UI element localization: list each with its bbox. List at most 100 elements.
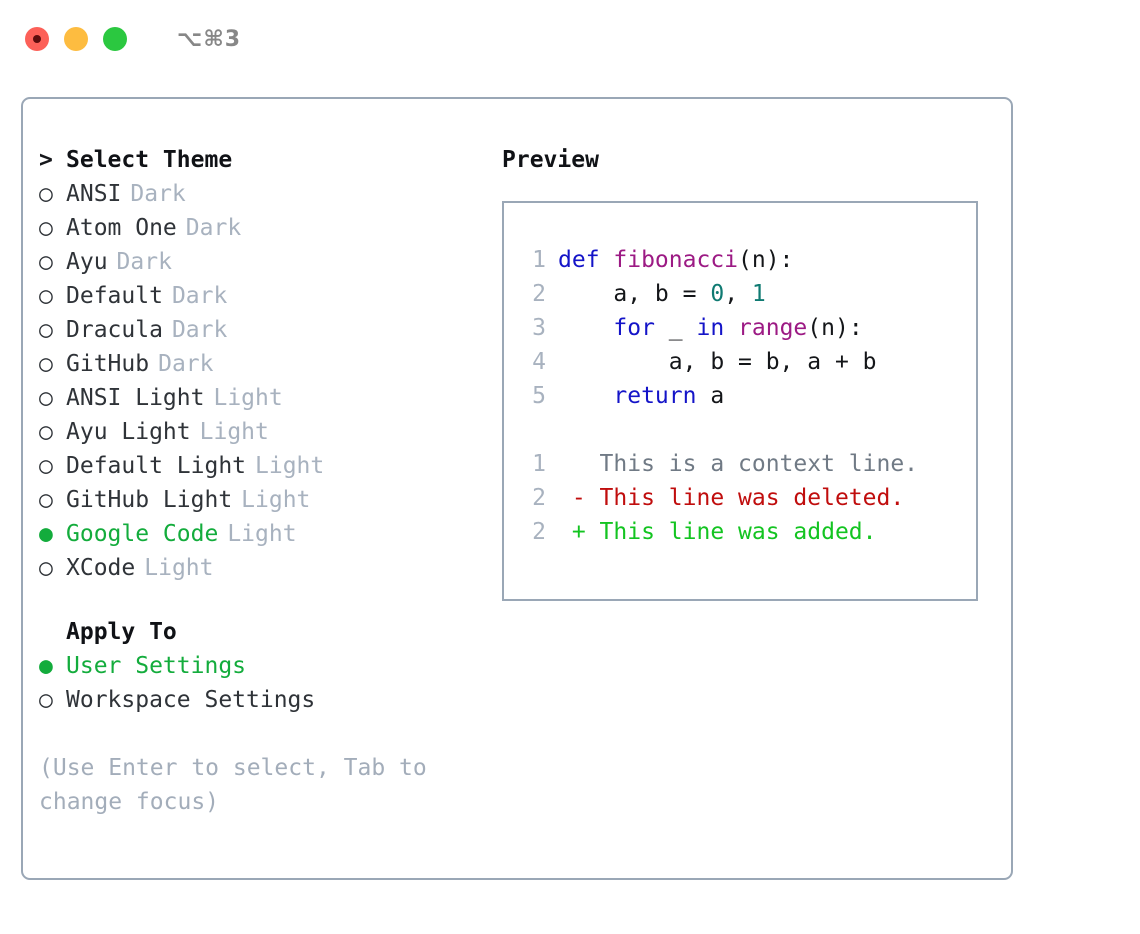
radio-unselected-icon: ○ xyxy=(39,283,53,309)
theme-variant-tag: Light xyxy=(199,419,269,445)
theme-name: ANSI xyxy=(66,181,122,207)
line-number: 3 xyxy=(532,315,546,341)
code-text: for _ in range(n): xyxy=(558,315,863,341)
minimize-button[interactable] xyxy=(64,27,88,51)
line-number: 1 xyxy=(532,247,546,273)
apply-to-list: ●User Settings○ Workspace Settings xyxy=(39,653,489,721)
radio-unselected-icon: ○ xyxy=(39,453,53,479)
code-diff-separator xyxy=(516,417,976,451)
theme-variant-tag: Light xyxy=(213,385,283,411)
theme-name: Dracula xyxy=(66,317,163,343)
theme-name: GitHub Light xyxy=(66,487,233,513)
theme-name: Ayu xyxy=(66,249,108,275)
diff-sample: 1 This is a context line.2 - This line w… xyxy=(516,451,976,553)
code-text: - This line was deleted. xyxy=(558,485,904,511)
code-token-fn: fibonacci xyxy=(613,247,739,273)
maximize-button[interactable] xyxy=(103,27,127,51)
code-token-kw: for xyxy=(613,315,655,341)
radio-unselected-icon: ○ xyxy=(39,687,53,713)
theme-name: Default xyxy=(66,283,163,309)
keyboard-hint: (Use Enter to select, Tab to change focu… xyxy=(39,755,427,815)
code-token-ctx: This is a context line. xyxy=(558,451,919,477)
theme-name: Google Code xyxy=(66,521,219,547)
title-bar: ⌥⌘3 xyxy=(0,0,1140,78)
diff-line: 1 This is a context line. xyxy=(516,451,976,485)
theme-list-item[interactable]: ○ ANSI Light Light xyxy=(39,385,489,419)
close-button[interactable] xyxy=(25,27,49,51)
theme-list-item[interactable]: ○ Ayu Light Light xyxy=(39,419,489,453)
radio-unselected-icon: ○ xyxy=(39,385,53,411)
theme-list-item[interactable]: ○ Atom One Dark xyxy=(39,215,489,249)
radio-unselected-icon: ○ xyxy=(39,317,53,343)
theme-variant-tag: Light xyxy=(255,453,325,479)
line-number: 2 xyxy=(532,519,546,545)
theme-variant-tag: Dark xyxy=(158,351,214,377)
code-token-txt xyxy=(724,315,738,341)
code-token-txt xyxy=(558,315,613,341)
theme-variant-tag: Dark xyxy=(130,181,186,207)
preview-title: Preview xyxy=(502,147,599,173)
code-line: 1 def fibonacci(n): xyxy=(516,247,976,281)
radio-unselected-icon: ○ xyxy=(39,249,53,275)
diff-line: 2 - This line was deleted. xyxy=(516,485,976,519)
code-token-txt: (n): xyxy=(807,315,863,341)
apply-to-item[interactable]: ●User Settings xyxy=(39,653,489,687)
code-token-txt: a xyxy=(696,383,725,409)
theme-variant-tag: Dark xyxy=(185,215,242,241)
code-token-del: - This line was deleted. xyxy=(558,485,905,511)
code-token-txt xyxy=(558,383,613,409)
apply-to-label: User Settings xyxy=(66,653,247,679)
apply-to-heading: ○ Apply To xyxy=(39,619,489,653)
apply-to-title: Apply To xyxy=(66,619,177,645)
theme-name: Atom One xyxy=(66,215,177,241)
code-token-kw: return xyxy=(613,383,697,409)
radio-unselected-icon: ○ xyxy=(39,419,53,445)
theme-name: Ayu Light xyxy=(66,419,191,445)
apply-to-label: Workspace Settings xyxy=(66,687,316,713)
line-number: 2 xyxy=(532,281,546,307)
theme-variant-tag: Light xyxy=(227,521,297,547)
code-text: return a xyxy=(558,383,724,409)
line-number: 1 xyxy=(532,451,546,477)
theme-variant-tag: Dark xyxy=(171,283,228,309)
code-text: def fibonacci(n): xyxy=(558,247,793,273)
theme-variant-tag: Dark xyxy=(116,249,172,275)
line-number: 2 xyxy=(532,485,546,511)
code-token-num: 0 xyxy=(710,281,725,307)
code-line: 3 for _ in range(n): xyxy=(516,315,976,349)
line-number: 5 xyxy=(532,383,546,409)
code-line: 4 a, b = b, a + b xyxy=(516,349,976,383)
radio-unselected-icon: ○ xyxy=(39,487,53,513)
theme-list-item[interactable]: ○ Ayu Dark xyxy=(39,249,489,283)
code-line: 2 a, b = 0, 1 xyxy=(516,281,976,315)
code-token-txt: a, b = b, a + b xyxy=(558,349,877,375)
code-token-kw: def xyxy=(558,247,614,273)
blank-marker: ○ xyxy=(39,621,66,644)
code-token-txt: (n): xyxy=(738,247,794,273)
radio-unselected-icon: ○ xyxy=(39,555,53,581)
code-token-add: + This line was added. xyxy=(558,519,877,545)
theme-variant-tag: Light xyxy=(144,555,214,581)
theme-variant-tag: Light xyxy=(241,487,311,513)
radio-unselected-icon: ○ xyxy=(39,215,53,241)
theme-list-item[interactable]: ○ GitHub Light Light xyxy=(39,487,489,521)
theme-list-item[interactable]: ○ Default Dark xyxy=(39,283,489,317)
theme-picker-title: Select Theme xyxy=(66,147,233,173)
code-token-txt: , xyxy=(724,281,752,307)
diff-line: 2 + This line was added. xyxy=(516,519,976,553)
theme-name: ANSI Light xyxy=(66,385,205,411)
code-text: This is a context line. xyxy=(558,451,919,477)
keyboard-shortcut-label: ⌥⌘3 xyxy=(177,26,242,52)
apply-to-item[interactable]: ○ Workspace Settings xyxy=(39,687,489,721)
